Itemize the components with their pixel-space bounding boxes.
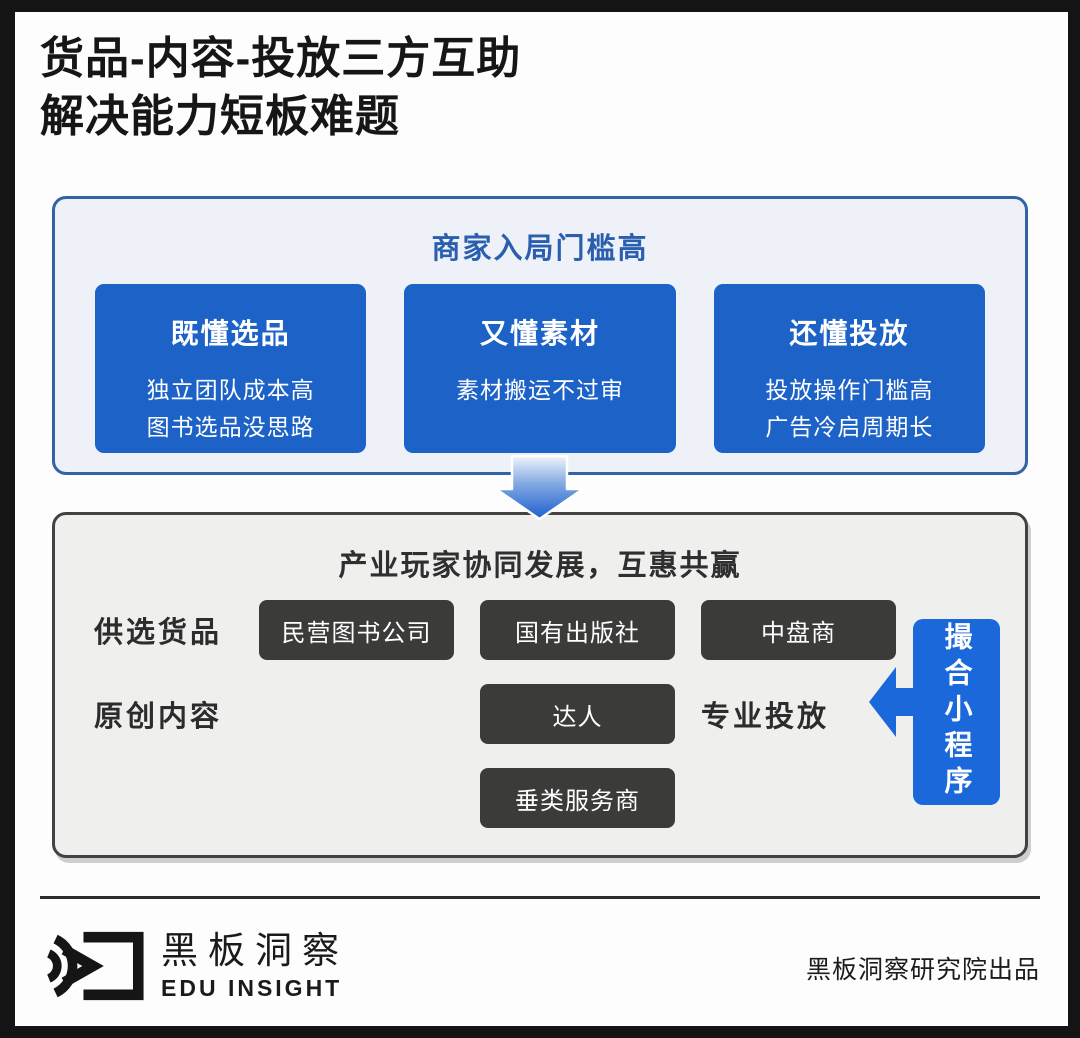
merchant-threshold-panel: 商家入局门槛高 既懂选品 独立团队成本高 图书选品没思路 又懂素材 素材搬运不过…	[52, 196, 1028, 475]
card-title: 还懂投放	[789, 318, 910, 349]
chip-influencer: 达人	[480, 684, 675, 744]
card-title: 既懂选品	[170, 318, 291, 349]
matchmaking-miniprogram-tag: 撮合小程序	[869, 619, 1000, 805]
credit-text: 黑板洞察研究院出品	[805, 956, 1040, 984]
card-title: 又懂素材	[479, 318, 600, 349]
brand-lockup: 黑板洞察 EDU INSIGHT	[45, 930, 349, 1002]
threshold-card-advertising: 还懂投放 投放操作门槛高 广告冷启周期长	[713, 284, 985, 453]
card-line: 独立团队成本高	[146, 377, 315, 403]
page-title-line2: 解决能力短板难题	[40, 92, 400, 141]
chip-middleman: 中盘商	[701, 600, 896, 660]
row-label-advertising: 专业投放	[701, 701, 830, 733]
threshold-card-material: 又懂素材 素材搬运不过审	[404, 284, 676, 453]
threshold-card-selection: 既懂选品 独立团队成本高 图书选品没思路	[95, 284, 367, 453]
page-title-line1: 货品-内容-投放三方互助	[40, 34, 522, 83]
synergy-panel-header: 产业玩家协同发展，互惠共赢	[338, 550, 742, 582]
page-title: 货品-内容-投放三方互助 解决能力短板难题	[40, 30, 521, 146]
threshold-cards: 既懂选品 独立团队成本高 图书选品没思路 又懂素材 素材搬运不过审 还懂投放 投…	[95, 284, 985, 453]
chip-private-book-company: 民营图书公司	[259, 600, 454, 660]
down-arrow-icon	[494, 454, 585, 521]
chip-state-publisher: 国有出版社	[480, 600, 675, 660]
brand-name-cn: 黑板洞察	[161, 930, 349, 971]
footer-divider	[40, 896, 1040, 899]
infographic-canvas: 货品-内容-投放三方互助 解决能力短板难题 商家入局门槛高 既懂选品 独立团队成…	[15, 12, 1068, 1026]
brand-name-en: EDU INSIGHT	[161, 975, 343, 1001]
threshold-panel-header: 商家入局门槛高	[431, 233, 649, 265]
card-line: 广告冷启周期长	[765, 414, 934, 440]
eye-logo-icon	[46, 931, 144, 1001]
row-label-content: 原创内容	[94, 701, 223, 733]
card-line: 素材搬运不过审	[455, 377, 624, 403]
matchmaking-tag-label: 撮合小程序	[941, 622, 973, 802]
brand-text: 黑板洞察 EDU INSIGHT	[161, 930, 349, 1002]
synergy-panel: 产业玩家协同发展，互惠共赢 供选货品 民营图书公司 国有出版社 中盘商 原创内容…	[52, 512, 1028, 858]
synergy-grid: 供选货品 民营图书公司 国有出版社 中盘商 原创内容 达人 专业投放 垂类服务商	[94, 600, 896, 828]
row-label-goods: 供选货品	[94, 617, 223, 649]
card-line: 图书选品没思路	[146, 414, 315, 440]
card-line: 投放操作门槛高	[765, 377, 934, 403]
chip-vertical-service-provider: 垂类服务商	[480, 768, 675, 828]
